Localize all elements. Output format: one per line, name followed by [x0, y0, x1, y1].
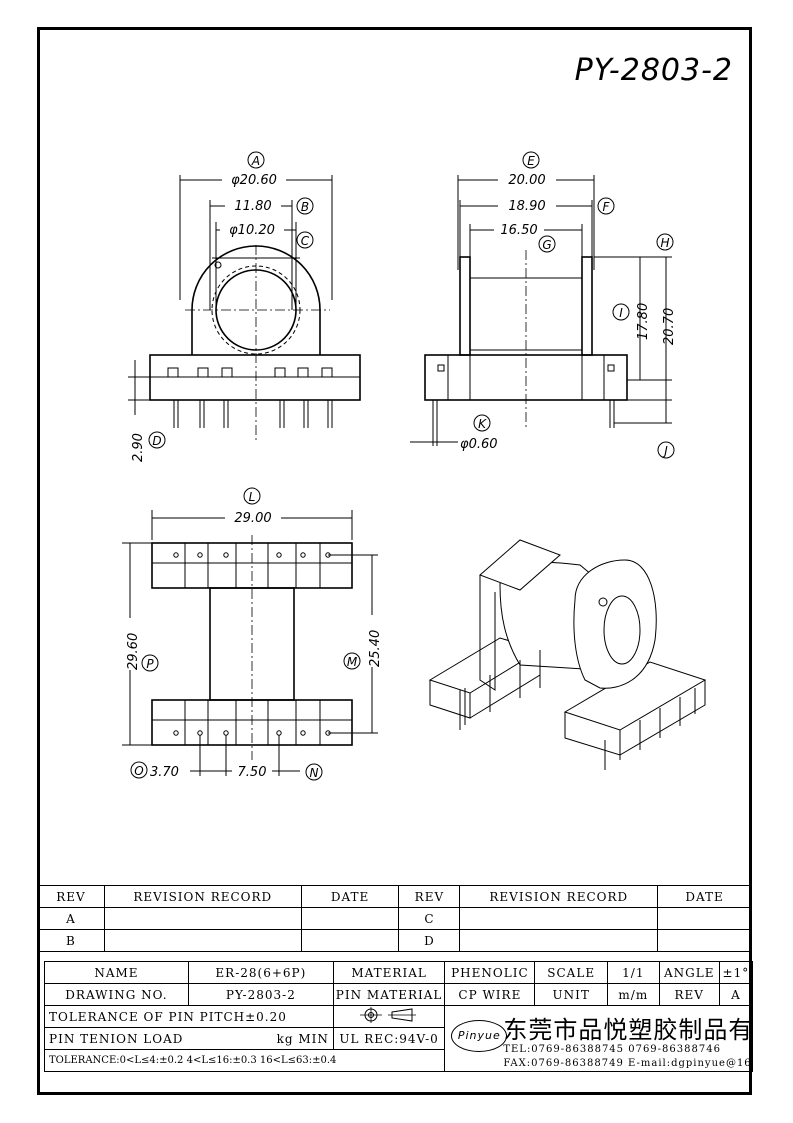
- material-label: MATERIAL: [332, 961, 446, 984]
- general-tolerance: TOLERANCE:0<L≤4:±0.2 4<L≤16:±0.3 16<L≤63…: [43, 1049, 446, 1072]
- scale-label: SCALE: [534, 961, 608, 984]
- rev-header-2: REV: [398, 885, 461, 908]
- dim-tag-d: D: [152, 434, 161, 448]
- dim-value-d: 2.90: [131, 433, 146, 462]
- date-header-2: DATE: [657, 885, 752, 908]
- table-cell: [459, 929, 659, 952]
- pin-tension-value: kg MIN: [188, 1027, 334, 1050]
- dim-tag-e: E: [527, 154, 535, 168]
- drawing-no-value: PY-2803-2: [187, 983, 334, 1006]
- table-cell: [103, 929, 302, 952]
- dim-tag-g: G: [542, 238, 551, 252]
- table-cell: C: [398, 907, 461, 930]
- drawing-frame: [37, 27, 752, 1095]
- ul-rec: UL REC:94V-0: [332, 1027, 446, 1050]
- dim-tag-m: M: [347, 655, 358, 669]
- dim-value-b: 11.80: [234, 199, 271, 214]
- pin-tension-label: PIN TENION LOAD: [44, 1027, 189, 1050]
- dim-value-k: φ0.60: [460, 437, 498, 452]
- table-cell: [459, 907, 659, 930]
- dim-tag-j: J: [662, 444, 668, 458]
- table-cell: [657, 907, 752, 930]
- dim-value-l: 29.00: [234, 511, 271, 526]
- isometric-view: [428, 539, 707, 770]
- angle-label: ANGLE: [658, 961, 720, 984]
- table-row: B D: [37, 929, 752, 952]
- scale-value: 1/1: [606, 961, 660, 984]
- revision-header-row: REV REVISION RECORD DATE REV REVISION RE…: [37, 885, 752, 908]
- dim-value-f: 18.90: [508, 199, 545, 214]
- revision-record-header-2: REVISION RECORD: [459, 885, 659, 908]
- title-block: NAME ER-28(6+6P) MATERIAL PHENOLIC SCALE…: [43, 961, 754, 1072]
- company-block: Pinyue 东莞市品悦塑胶制品有限公司 TEL:0769-86388745 0…: [444, 1005, 753, 1072]
- front-view: A φ20.60 11.80 B φ10.20 C 2.90 D: [128, 151, 361, 462]
- material-value: PHENOLIC: [444, 961, 536, 984]
- company-name: 东莞市品悦塑胶制品有限公司: [503, 1016, 753, 1044]
- table-cell: B: [37, 929, 105, 952]
- revision-table: REV REVISION RECORD DATE REV REVISION RE…: [37, 885, 752, 952]
- bottom-view: L 29.00 29.60 P 25.40 M O 3.70 7.50 N: [122, 487, 383, 781]
- dim-tag-b: B: [301, 200, 309, 214]
- dim-value-h2: 20.70: [662, 308, 677, 345]
- dim-value-a: φ20.60: [231, 173, 277, 188]
- unit-label: UNIT: [534, 983, 608, 1006]
- pin-material-label: PIN MATERIAL: [332, 983, 446, 1006]
- name-value: ER-28(6+6P): [187, 961, 334, 984]
- technical-drawing: PY-2803-2 A φ20.60: [122, 53, 733, 781]
- dim-value-i: 17.80: [636, 303, 651, 340]
- drawing-no-label: DRAWING NO.: [44, 983, 189, 1006]
- table-cell: [300, 907, 400, 930]
- dim-value-c: φ10.20: [229, 223, 275, 238]
- dim-tag-l: L: [249, 490, 256, 504]
- revision-record-header: REVISION RECORD: [103, 885, 302, 908]
- dim-tag-o: O: [134, 764, 143, 778]
- dim-tag-f: F: [603, 200, 611, 214]
- projection-symbol: [332, 1005, 446, 1028]
- front-pins: [173, 400, 333, 428]
- rev-value: A: [718, 983, 754, 1006]
- dim-tag-p: P: [146, 657, 154, 671]
- dim-tag-h: H: [660, 236, 669, 250]
- table-cell: A: [37, 907, 105, 930]
- dim-value-o: 3.70: [150, 765, 179, 780]
- projection-symbol-icon: [360, 1007, 417, 1023]
- angle-value: ±1°: [718, 961, 754, 984]
- dim-value-m: 25.40: [368, 630, 383, 667]
- table-cell: [657, 929, 752, 952]
- table-row: A C: [37, 907, 752, 930]
- rev-header: REV: [37, 885, 105, 908]
- dim-value-e: 20.00: [508, 173, 545, 188]
- dim-tag-n: N: [310, 766, 319, 780]
- date-header: DATE: [300, 885, 400, 908]
- pin-pitch-tolerance: TOLERANCE OF PIN PITCH±0.20: [44, 1005, 334, 1028]
- table-cell: [300, 929, 400, 952]
- dim-tag-k: K: [478, 417, 487, 431]
- company-logo: Pinyue: [451, 1020, 508, 1052]
- dim-tag-c: C: [301, 234, 310, 248]
- dim-tag-i: I: [619, 306, 623, 320]
- part-number: PY-2803-2: [575, 53, 733, 88]
- name-label: NAME: [44, 961, 189, 984]
- dim-value-p: 29.60: [126, 633, 141, 670]
- side-view: E 20.00 18.90 F 16.50 G H 17.80 I 20.70 …: [410, 151, 677, 459]
- rev-label: REV: [658, 983, 720, 1006]
- dim-value-n: 7.50: [238, 765, 267, 780]
- dim-value-g: 16.50: [500, 223, 537, 238]
- table-cell: [103, 907, 302, 930]
- company-fax: FAX:0769-86388749 E-mail:dgpinyue@163.co…: [503, 1058, 752, 1069]
- unit-value: m/m: [606, 983, 660, 1006]
- dim-tag-a: A: [251, 154, 260, 168]
- company-tel: TEL:0769-86388745 0769-86388746: [503, 1044, 721, 1055]
- pin-material-value: CP WIRE: [444, 983, 536, 1006]
- table-cell: D: [398, 929, 461, 952]
